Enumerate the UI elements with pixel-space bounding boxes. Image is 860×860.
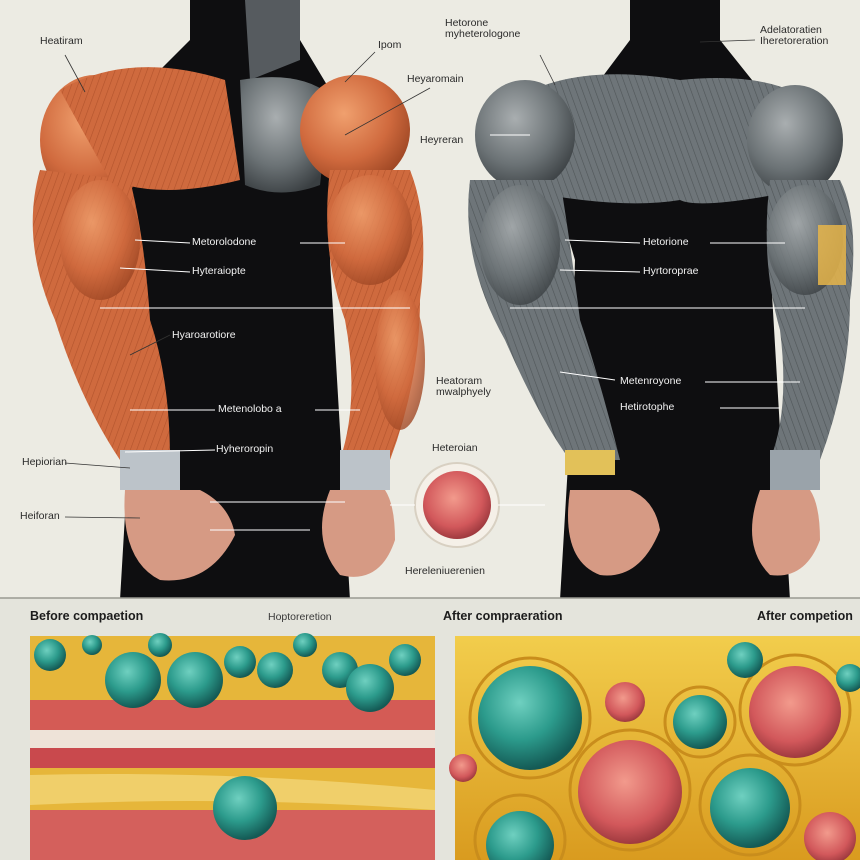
left-wrist-tendon [120,450,180,490]
right-deltoid-right [747,85,843,195]
right-fig-wrist-right [770,450,820,490]
leader-line [64,516,141,519]
leader-line [564,239,641,244]
fat-cell [167,652,223,708]
leader-line [559,269,641,273]
label-heatiram: Heatiram [40,35,83,47]
label-adelatoratien: Adelatoratien Iheretoreration [760,24,829,47]
tissue-cluster [605,682,645,722]
label-hyaroarotiore: Hyaroarotiore [172,329,236,341]
label-heteroian: Heteroian [432,442,478,454]
leader-line [134,239,191,244]
leader-lines [100,134,805,531]
label-hyheroropin: Hyheroropin [216,443,274,455]
fat-cell [346,664,394,712]
label-ipom: Ipom [378,39,402,51]
label-heatoram: Heatoram mwalphyely [436,375,491,398]
leader-line [344,87,431,136]
heading-after-1: After compraeration [443,609,563,623]
fat-cell [836,664,860,692]
cell-wall [738,653,852,767]
label-hyteraiopte: Hyteraiopte [192,265,246,277]
right-biceps [328,175,412,285]
left-pec-left [60,67,240,190]
cell-wall [698,753,802,857]
fat-cell [727,642,763,678]
label-metenroyone: Metenroyone [620,375,682,387]
tissue-cluster [578,740,682,844]
fat-cell [82,635,102,655]
leader-line [64,462,131,469]
fat-cell [224,646,256,678]
before-membrane [30,730,435,748]
heading-before: Before compaetion [30,609,144,623]
label-metenolobo: Metenolobo a [218,403,282,415]
fat-cell [34,639,66,671]
tissue-inset [414,462,500,548]
left-biceps [60,180,140,300]
right-fig-biceps-left [480,185,560,305]
cell-wall [468,656,592,780]
before-cells [34,633,421,840]
leader-line [129,334,171,356]
fat-cell [148,633,172,657]
fat-cell [673,695,727,749]
label-hetirotophe: Hetirotophe [620,401,675,413]
leader-line [119,267,191,273]
tissue-cluster [804,812,856,860]
after-cells-teal [478,642,860,860]
right-hand [322,490,395,577]
yellow-wrist-left [565,450,615,475]
dark-leaders [64,39,756,519]
fat-cell [257,652,293,688]
right-figure [468,0,854,600]
label-hyrtoroprae: Hyrtoroprae [643,265,699,277]
leader-line [64,54,86,93]
label-metorolodone: Metorolodone [192,236,257,248]
left-hand [124,490,235,581]
right-wrist-tendon [340,450,390,490]
tissue-cluster [449,754,477,782]
label-hepiorian: Hepiorian [22,456,67,468]
right-fig-hand-left [568,490,660,576]
cell-wall [568,728,692,852]
right-fig-hand-right [752,490,820,576]
fat-cell [478,666,582,770]
label-hereleniuerenien: Hereleniuerenien [405,565,485,577]
fat-cell [486,811,554,860]
leader-line [344,51,376,83]
leader-line [559,371,616,381]
left-figure [32,0,425,600]
tissue-cluster [749,666,841,758]
label-heyaromain: Heyaromain [407,73,464,85]
fat-cell [213,776,277,840]
fat-cell [293,633,317,657]
right-chest [500,74,820,204]
inset-tissue [423,471,491,539]
left-deltoid-right [300,75,410,185]
yellow-tendon-right [818,225,846,285]
subheading-before: Hoptoreretion [268,611,332,623]
label-hetorone: Hetorone myheterologone [445,17,521,40]
heading-after-2: After competion [757,609,853,623]
fat-cell [710,768,790,848]
after-cells-pink [449,666,856,860]
after-cell-walls [468,653,852,860]
fat-cell [105,652,161,708]
cell-wall [663,685,737,759]
cell-wall [473,793,567,860]
right-forearm [375,290,425,430]
after-panel [449,636,860,860]
leader-line [699,39,756,43]
left-neck-gray [245,0,300,80]
leader-line [539,54,556,86]
before-muscle-band-2 [30,748,435,768]
label-heyreran: Heyreran [420,134,464,146]
label-heiforan: Heiforan [20,510,60,522]
label-hetorione: Hetorione [643,236,689,248]
before-panel [30,633,435,860]
leader-line [124,449,216,453]
fat-cell [389,644,421,676]
